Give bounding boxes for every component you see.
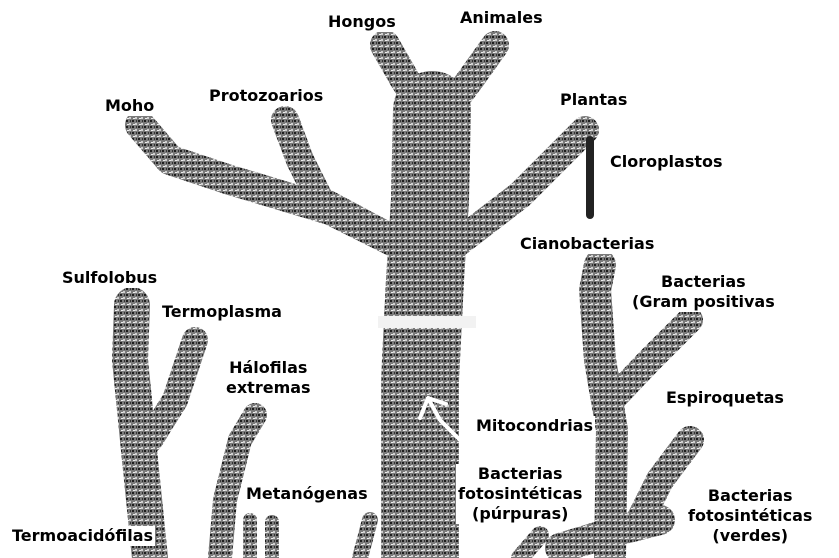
label-cianobacterias: Cianobacterias — [518, 234, 656, 254]
label-metanogenas: Metanógenas — [244, 484, 370, 504]
label-sulfolobus: Sulfolobus — [60, 268, 159, 288]
label-mitocondrias: Mitocondrias — [474, 416, 595, 436]
main-trunk — [420, 110, 432, 558]
branch-plantas — [455, 130, 585, 245]
label-bacterias-verdes: Bacterias fotosintéticas (verdes) — [686, 486, 814, 546]
label-halofilas-extremas: Hálofilas extremas — [224, 358, 313, 398]
branch-verdes — [560, 520, 660, 548]
label-halofilas-line2: extremas — [226, 378, 311, 398]
label-termoacidofilas: Termoacidófilas — [10, 526, 155, 546]
label-purpuras-line1: Bacterias — [458, 464, 582, 484]
label-verdes-line2: fotosintéticas — [688, 506, 812, 526]
label-bacterias-gram-line1: Bacterias — [632, 272, 775, 292]
label-verdes-line1: Bacterias — [688, 486, 812, 506]
label-hongos: Hongos — [326, 12, 398, 32]
label-protozoarios: Protozoarios — [207, 86, 325, 106]
trunk-band — [378, 316, 476, 328]
root-4 — [520, 535, 540, 558]
branch-protozoarios — [285, 120, 395, 240]
label-halofilas-line1: Hálofilas — [226, 358, 311, 378]
label-bacterias-purpuras: Bacterias fotosintéticas (púrpuras) — [456, 464, 584, 524]
label-espiroquetas: Espiroquetas — [664, 388, 786, 408]
label-termoplasma: Termoplasma — [160, 302, 284, 322]
label-moho: Moho — [103, 96, 156, 116]
branch-termoplasma — [150, 340, 195, 440]
label-animales: Animales — [458, 8, 545, 28]
label-plantas: Plantas — [558, 90, 629, 110]
label-cloroplastos: Cloroplastos — [608, 152, 725, 172]
label-bacterias-gram-positivas: Bacterias (Gram positivas — [630, 272, 777, 312]
label-purpuras-line2: fotosintéticas — [458, 484, 582, 504]
label-verdes-line3: (verdes) — [688, 526, 812, 546]
root-3 — [360, 520, 370, 558]
label-bacterias-gram-line2: (Gram positivas — [632, 292, 775, 312]
label-purpuras-line3: (púrpuras) — [458, 504, 582, 524]
